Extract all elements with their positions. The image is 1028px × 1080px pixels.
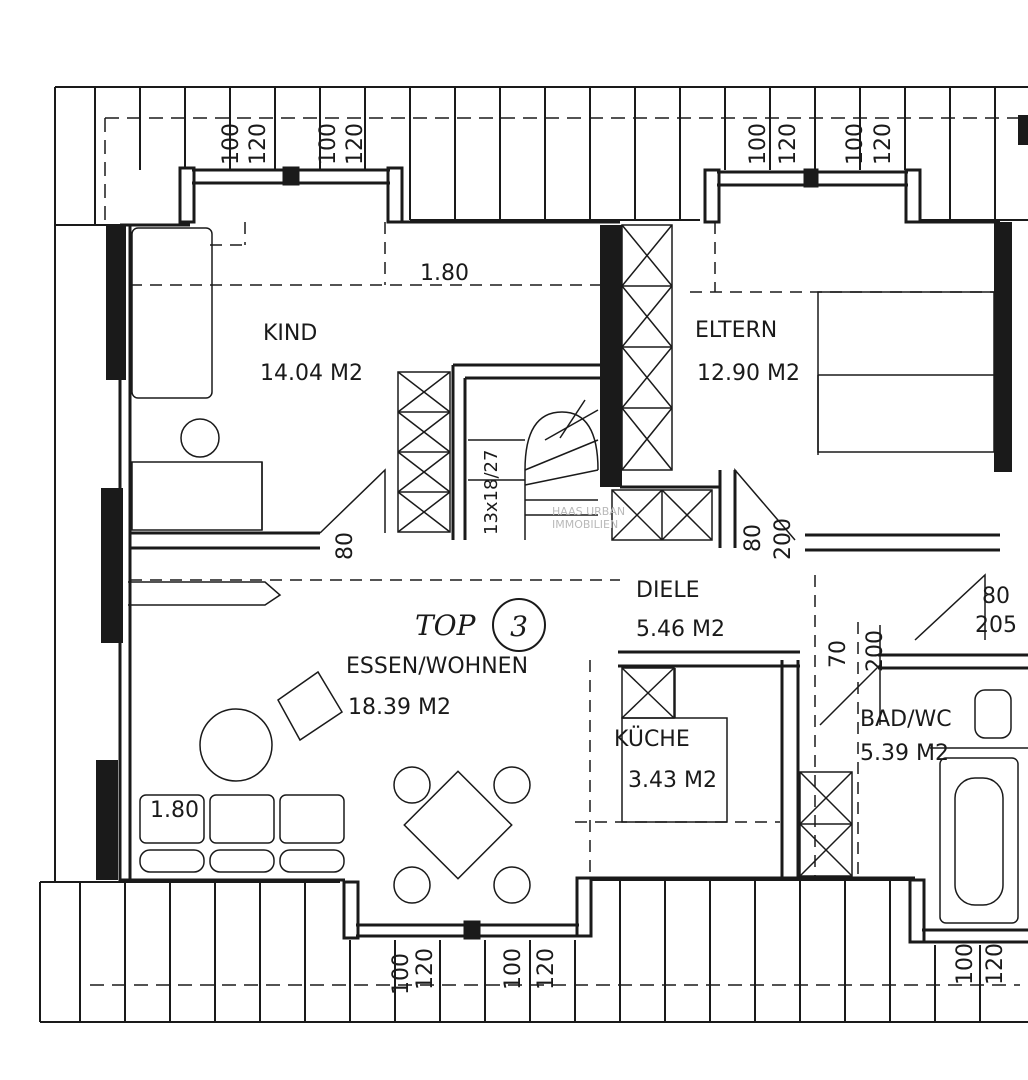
dim-kind-width: 1.80: [420, 261, 469, 286]
cabinet-bad: [799, 771, 853, 877]
cabinet-kueche: [621, 667, 675, 719]
kind-furniture: [131, 227, 263, 531]
doors: [319, 467, 986, 726]
dormer-window-kind: [178, 166, 404, 224]
living-furniture: [128, 581, 531, 904]
dim-200-bad-door: 200: [863, 630, 888, 672]
room-area-kueche: 3.43 M2: [628, 768, 717, 793]
bathroom-fixtures: [930, 689, 1028, 924]
room-name-essen: ESSEN/WOHNEN: [346, 654, 528, 679]
kitchen-counter: [621, 668, 728, 823]
unit-label-prefix: TOP: [415, 609, 477, 642]
unit-number-circle: [492, 598, 546, 652]
staircase: [468, 399, 599, 540]
wardrobe-eltern: [621, 224, 673, 471]
dim-window-120: 120: [343, 123, 368, 165]
bed: [817, 291, 995, 455]
dim-window-100: 100: [953, 943, 978, 985]
dim-window-120: 120: [413, 948, 438, 990]
dormer-window-wohnen: [342, 876, 593, 940]
dim-80-kind-door: 80: [333, 532, 358, 560]
stair-label: 13x18/27: [481, 450, 502, 535]
room-name-kueche: KÜCHE: [614, 726, 690, 752]
dim-80-eltern-door: 80: [741, 524, 766, 552]
interior-walls: [130, 363, 1028, 878]
dim-window-120: 120: [983, 943, 1008, 985]
room-area-essen: 18.39 M2: [348, 695, 451, 720]
dim-80-diele: 80: [982, 584, 1010, 609]
room-name-kind: KIND: [263, 321, 317, 346]
dim-window-100: 100: [389, 953, 414, 995]
room-name-bad: BAD/WC: [860, 707, 952, 732]
room-area-kind: 14.04 M2: [260, 361, 363, 386]
dim-205: 205: [975, 613, 1017, 638]
dim-window-100: 100: [843, 123, 868, 165]
dim-window-100: 100: [501, 948, 526, 990]
room-area-eltern: 12.90 M2: [697, 361, 800, 386]
dim-window-120: 120: [776, 123, 801, 165]
eaves-line-top: [104, 117, 1020, 225]
watermark: HAAS URBAN IMMOBILIEN: [552, 505, 625, 531]
dim-70-bad-door: 70: [826, 640, 851, 668]
unit-label-number: 3: [510, 610, 528, 643]
room-name-eltern: ELTERN: [695, 318, 777, 343]
dim-sofa-width: 1.80: [150, 798, 199, 823]
watermark-line1: HAAS URBAN: [552, 505, 625, 518]
dim-window-100: 100: [316, 123, 341, 165]
cabinet-diele: [611, 489, 713, 541]
room-name-diele: DIELE: [636, 578, 700, 603]
dim-window-100: 100: [746, 123, 771, 165]
room-area-bad: 5.39 M2: [860, 741, 949, 766]
dormer-window-eltern: [703, 168, 922, 224]
solid-wall-segments: [96, 115, 1028, 880]
dormer-window-bad: [908, 878, 1028, 944]
dim-window-120: 120: [871, 123, 896, 165]
watermark-line2: IMMOBILIEN: [552, 518, 618, 531]
room-area-diele: 5.46 M2: [636, 617, 725, 642]
roof-rafters-bottom: [39, 879, 1028, 1023]
dim-200-eltern-door: 200: [771, 518, 796, 560]
wardrobe-kind: [397, 371, 451, 533]
window-dimensions: 100 120 100 120 100 120 100 120 100 120 …: [219, 123, 1008, 995]
dim-window-120: 120: [534, 948, 559, 990]
roof-rafters-top: [54, 86, 1028, 226]
dim-window-100: 100: [219, 123, 244, 165]
dim-window-120: 120: [246, 123, 271, 165]
